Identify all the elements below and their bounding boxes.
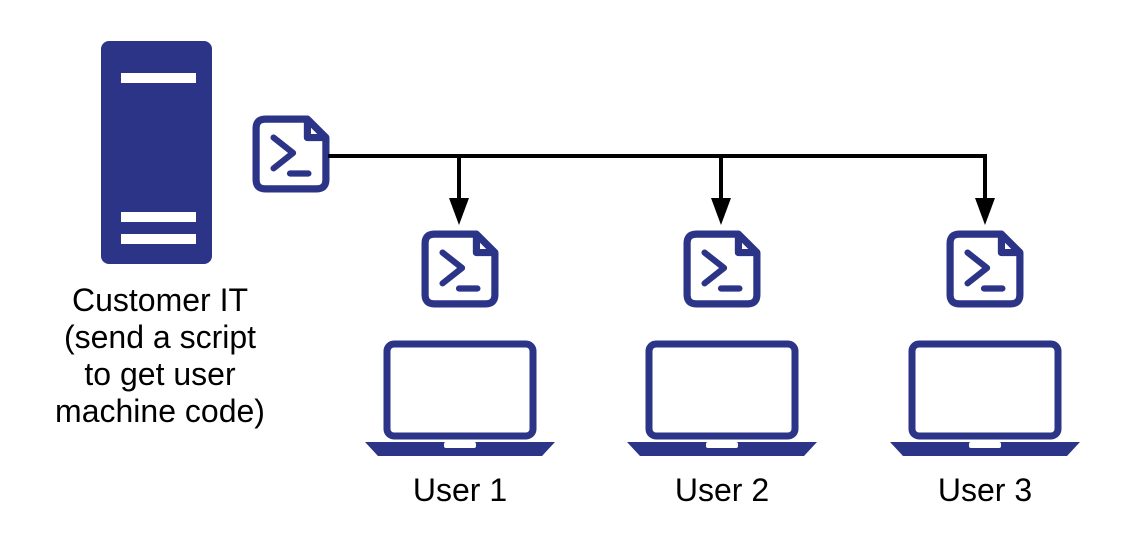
user-3-laptop-icon	[890, 344, 1080, 456]
user-3-label: User 3	[937, 472, 1033, 508]
user-2-script-icon	[687, 234, 757, 304]
server-icon	[101, 41, 212, 264]
arrowhead-user-3	[975, 198, 995, 225]
connector-lines	[328, 154, 987, 203]
server-label-line: Customer IT	[71, 282, 249, 318]
arrowhead-user-1	[449, 198, 469, 225]
user-1-laptop-icon	[365, 344, 555, 456]
server-label-line: to get user	[84, 356, 236, 392]
user-2-label: User 2	[674, 472, 770, 508]
server-label-line: machine code)	[55, 393, 265, 429]
server-label: Customer IT (send a script to get user m…	[30, 282, 290, 430]
arrowheads	[449, 198, 995, 225]
user-1-script-icon	[425, 234, 495, 304]
user-2-laptop-icon	[627, 344, 817, 456]
user-3-script-icon	[950, 234, 1020, 304]
server-label-line: (send a script	[63, 319, 257, 355]
user-1-label: User 1	[412, 472, 508, 508]
source-script-icon	[256, 119, 326, 189]
arrowhead-user-2	[711, 198, 731, 225]
